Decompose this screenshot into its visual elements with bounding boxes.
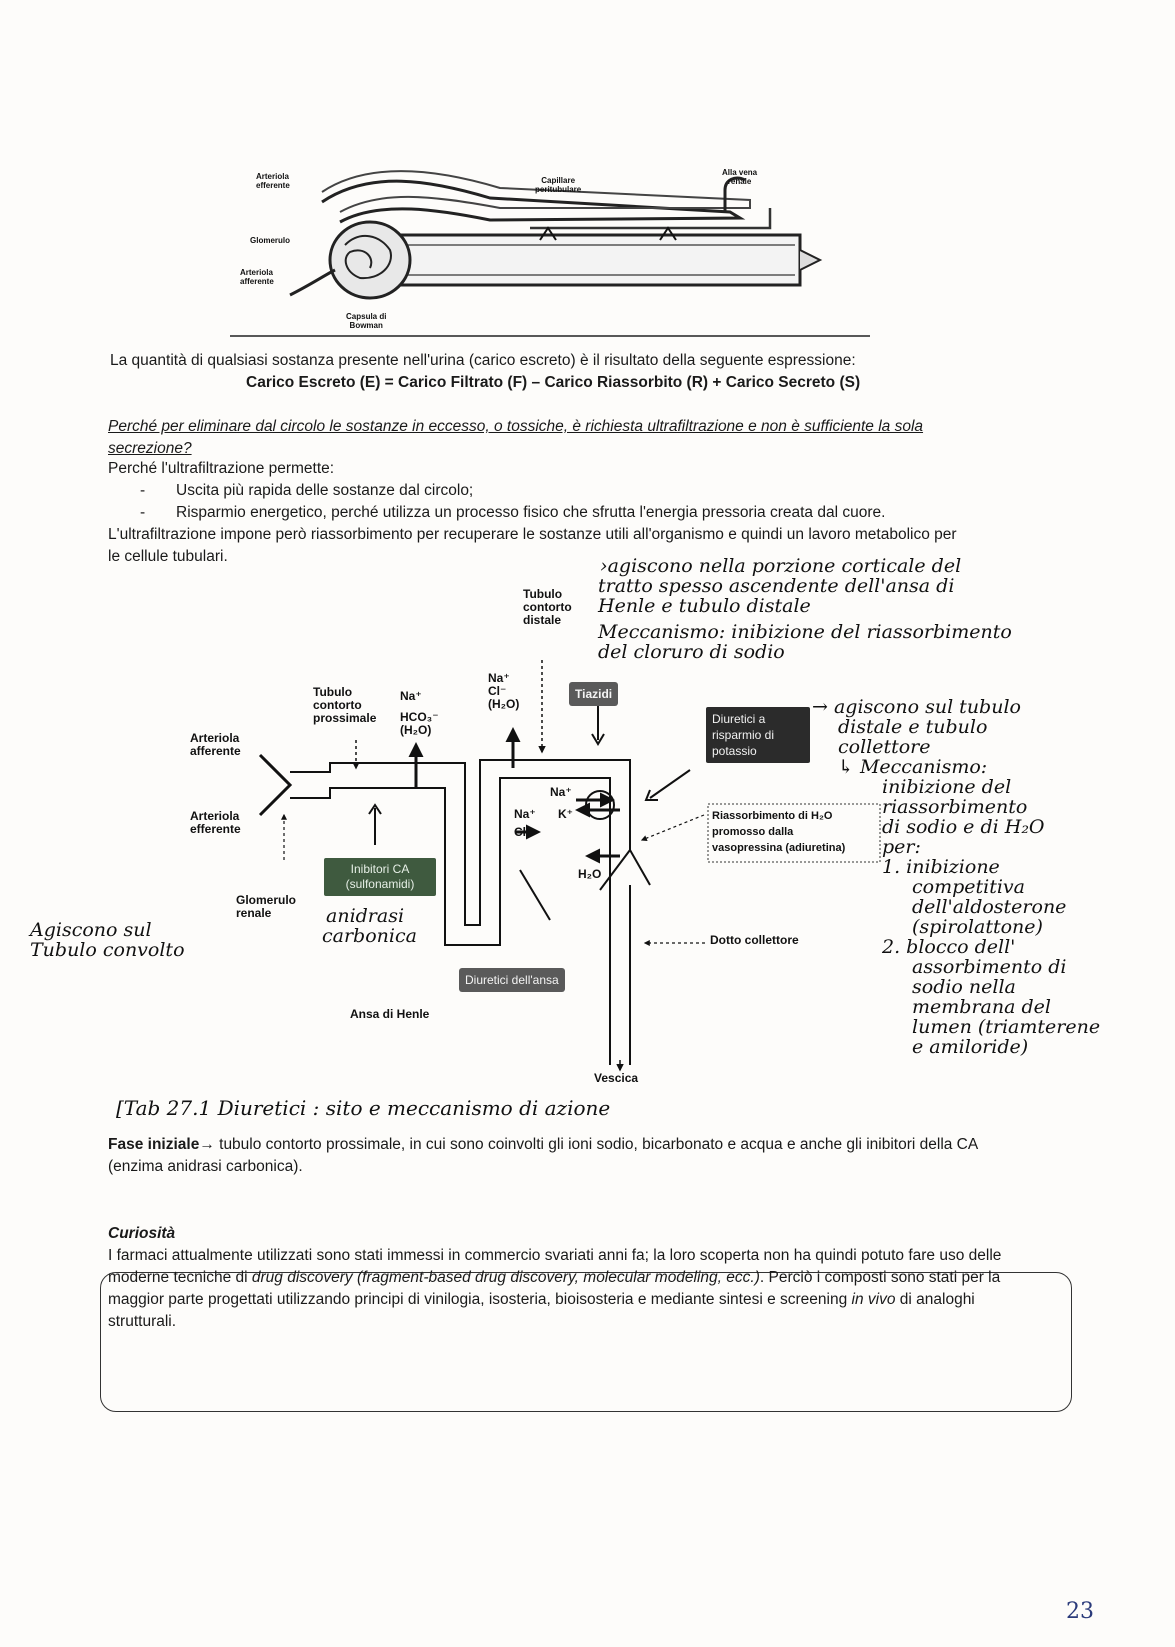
box-inibitori-ca: Inibitori CA(sulfonamidi) bbox=[324, 858, 436, 896]
label-vescica: Vescica bbox=[594, 1071, 639, 1085]
answer-point: Uscita più rapida delle sostanze dal cir… bbox=[140, 480, 1100, 502]
label-na-prox: Na⁺ bbox=[400, 689, 422, 703]
label-glomerulo: Glomerulo bbox=[250, 236, 291, 245]
fase-iniziale-label: Fase iniziale→ bbox=[108, 1136, 215, 1153]
handwritten-note-risparmio: → agiscono sul tubulo distale e tubulo c… bbox=[812, 696, 1101, 1058]
label-na-loop: Na⁺ bbox=[514, 807, 536, 821]
handwritten-note-tiazidi: ›agiscono nella porzione corticale del t… bbox=[598, 555, 1012, 663]
handwritten-caption: [Tab 27.1 Diuretici : sito e meccanismo … bbox=[116, 1096, 611, 1120]
answer-intro: Perché l'ultrafiltrazione permette: bbox=[108, 460, 335, 477]
label-h2o: H₂O bbox=[578, 867, 602, 881]
label-na-pump: Na⁺ bbox=[550, 785, 572, 799]
curiosita-text: I farmaci attualmente utilizzati sono st… bbox=[108, 1247, 1002, 1330]
nephron-diagram bbox=[258, 660, 881, 1072]
answer-conclusion: L'ultrafiltrazione impone però riassorbi… bbox=[108, 526, 957, 565]
formula-intro: La quantità di qualsiasi sostanza presen… bbox=[110, 352, 856, 369]
box-tiazidi: Tiazidi bbox=[569, 682, 619, 706]
label-k-pump: K⁺ bbox=[558, 807, 573, 821]
fase-iniziale: Fase iniziale→ tubulo contorto prossimal… bbox=[108, 1134, 1008, 1178]
page-number: 23 bbox=[1066, 1599, 1094, 1624]
answer-list: Uscita più rapida delle sostanze dal cir… bbox=[140, 480, 1100, 524]
formula: Carico Escreto (E) = Carico Filtrato (F)… bbox=[246, 374, 861, 391]
label-hco3: HCO₃⁻(H₂O) bbox=[400, 710, 439, 737]
curiosita-title: Curiosità bbox=[108, 1225, 176, 1242]
fase-iniziale-text: tubulo contorto prossimale, in cui sono … bbox=[108, 1136, 978, 1175]
label-cl-loop: Cl⁻ bbox=[514, 825, 533, 839]
label-ansa-henle: Ansa di Henle bbox=[350, 1007, 430, 1021]
label-dotto-collettore: Dotto collettore bbox=[710, 933, 799, 947]
label-ions-dist: Na⁺Cl⁻(H₂O) bbox=[488, 671, 520, 711]
handwritten-note-anidrasi: anidrasi carbonica bbox=[322, 905, 417, 947]
answer-point: Risparmio energetico, perché utilizza un… bbox=[140, 502, 1100, 524]
box-diuretici-ansa: Diuretici dell'ansa bbox=[459, 968, 565, 992]
curiosita-box bbox=[100, 1272, 1072, 1412]
handwritten-note-left: Agiscono sul Tubulo convolto bbox=[30, 919, 185, 961]
capillary-diagram bbox=[230, 170, 870, 337]
question: Perché per eliminare dal circolo le sost… bbox=[108, 418, 924, 457]
